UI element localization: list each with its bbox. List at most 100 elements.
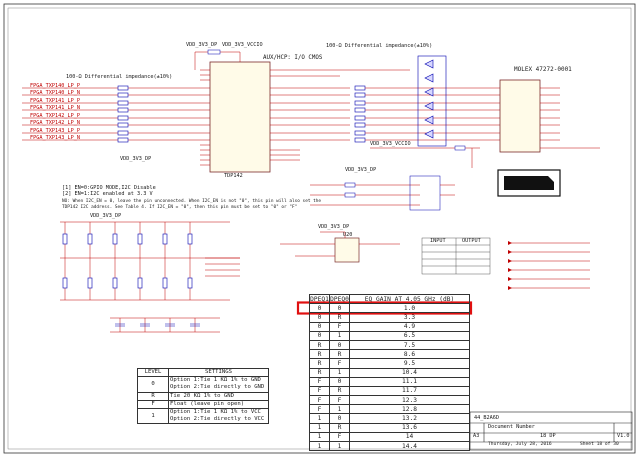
level-cell: R: [137, 391, 169, 401]
fpga-input-label: FPGA_TXP141_LP_P: [30, 98, 80, 104]
eq-cell-gain: 8.6: [349, 349, 470, 360]
eq-cell-dpeq1: R: [309, 367, 330, 378]
eq-cell-dpeq1: 1: [309, 440, 330, 452]
note-line: [1] EN=0:GPIO MODE,I2C Disable: [62, 185, 156, 191]
eq-cell-dpeq1: 0: [309, 321, 330, 332]
label-cml-diff-right: 100-Ω Differential impedance(±10%): [326, 43, 433, 49]
settings-header: SETTINGS: [168, 367, 269, 378]
output-capacitors: [354, 85, 366, 143]
settings-line: Tie 20 KΩ 1% to GND: [170, 392, 234, 399]
ic-u20: [334, 237, 360, 263]
settings-line: Option 1:Tie 1 KΩ 1% to VCC: [170, 409, 261, 416]
title-block-doc-label: Document Number: [488, 424, 535, 430]
settings-line: Option 1:Tie 1 KΩ 1% to GND: [170, 377, 261, 384]
settings-cell: Float (leave pin open): [168, 399, 269, 410]
label-ic-tdp142: TDP142: [224, 173, 243, 179]
label-truth-output: OUTPUT: [462, 238, 481, 244]
eq-cell-dpeq0: R: [329, 312, 350, 323]
mux-truth-table: [421, 237, 491, 275]
fpga-input-label: FPGA_TXP142_LP_P: [30, 113, 80, 119]
eq-cell-dpeq1: 0: [309, 330, 330, 341]
eq-cell-dpeq1: 0: [309, 312, 330, 323]
title-block-lines: [469, 411, 633, 451]
right-strap-lines: [510, 242, 590, 289]
aux-mux-section: [310, 175, 455, 211]
eq-cell-dpeq1: R: [309, 358, 330, 369]
fpga-input-label: FPGA_TXP143_LP_P: [30, 128, 80, 134]
fpga-input-wires: [22, 87, 210, 141]
eq-cell-dpeq1: F: [309, 404, 330, 415]
label-vdd-3v3-dp-bottom: VDD_3V3_DP: [90, 213, 122, 219]
fpga-input-label: FPGA_TXP142_LP_N: [30, 120, 80, 126]
eq-cell-dpeq0: F: [329, 395, 350, 406]
input-capacitors: [117, 85, 129, 143]
title-block-date: Thursday, July 28, 2016: [488, 442, 552, 447]
level-cell: 0: [137, 376, 169, 393]
note-line: NO: When I2C_EN = 0, leave the pin uncon…: [62, 199, 322, 204]
eq-cell-dpeq0: 1: [329, 440, 350, 452]
eq-cell-dpeq0: R: [329, 349, 350, 360]
fpga-input-label: FPGA_TXP140_LP_N: [30, 90, 80, 96]
eq-cell-dpeq0: 0: [329, 413, 350, 424]
label-molex-part: MOLEX 47272-0001: [514, 66, 572, 73]
eq-cell-dpeq1: F: [309, 395, 330, 406]
eq-header-gain: EQ GAIN AT 4.05 GHz (dB): [349, 293, 470, 305]
note-line: TDP142 I2C address. See Table 4. If I2C_…: [62, 205, 298, 210]
eq-cell-dpeq0: 1: [329, 367, 350, 378]
ic-tdp142: [209, 61, 271, 173]
level-cell: 1: [137, 408, 169, 425]
eq-cell-gain: 13.6: [349, 422, 470, 433]
label-truth-input: INPUT: [430, 238, 446, 244]
label-vdd-3v3-vccio-top: VDD_3V3_VCCIO: [222, 42, 263, 48]
eq-cell-gain: 11.7: [349, 385, 470, 397]
eq-cell-dpeq1: R: [309, 349, 330, 360]
eq-cell-dpeq0: F: [329, 431, 350, 443]
label-cml-diff-left: 100-Ω Differential impedance(±10%): [66, 74, 173, 80]
eq-cell-dpeq1: R: [309, 339, 330, 351]
title-block-size: A3: [473, 433, 480, 439]
top-supply: [194, 49, 241, 70]
title-block-doc-value: 18 DP: [540, 433, 556, 439]
aux-lines: [270, 69, 410, 77]
eq-cell-gain: 12.3: [349, 395, 470, 406]
eq-cell-dpeq1: 0: [309, 303, 330, 314]
fpga-input-label: FPGA_TXP140_LP_P: [30, 83, 80, 89]
settings-line: Option 2:Tie directly to GND: [170, 384, 265, 391]
level-cell: F: [137, 399, 169, 410]
label-vdd-3v3-ic: VDD_3V3_DP: [318, 224, 350, 230]
title-block-rev: V1.0: [617, 433, 630, 439]
eq-cell-gain: 14: [349, 431, 470, 443]
eq-cell-gain: 1.0: [349, 303, 470, 314]
eq-cell-dpeq0: 1: [329, 404, 350, 415]
eq-cell-gain: 13.2: [349, 413, 470, 424]
settings-line: Option 2:Tie directly to VCC: [170, 416, 265, 423]
eq-cell-dpeq1: 1: [309, 413, 330, 424]
label-ic-u20: U20: [343, 232, 353, 238]
right-strap-marks: [508, 241, 512, 290]
eq-cell-dpeq1: F: [309, 376, 330, 387]
title-block-sheet: Sheet 18 of 30: [580, 442, 619, 447]
eq-cell-dpeq1: F: [309, 385, 330, 397]
label-vdd-3v3-dp-top: VDD_3V3_DP: [186, 42, 218, 48]
eq-cell-gain: 14.4: [349, 440, 470, 452]
eq-cell-dpeq0: 0: [329, 303, 350, 314]
